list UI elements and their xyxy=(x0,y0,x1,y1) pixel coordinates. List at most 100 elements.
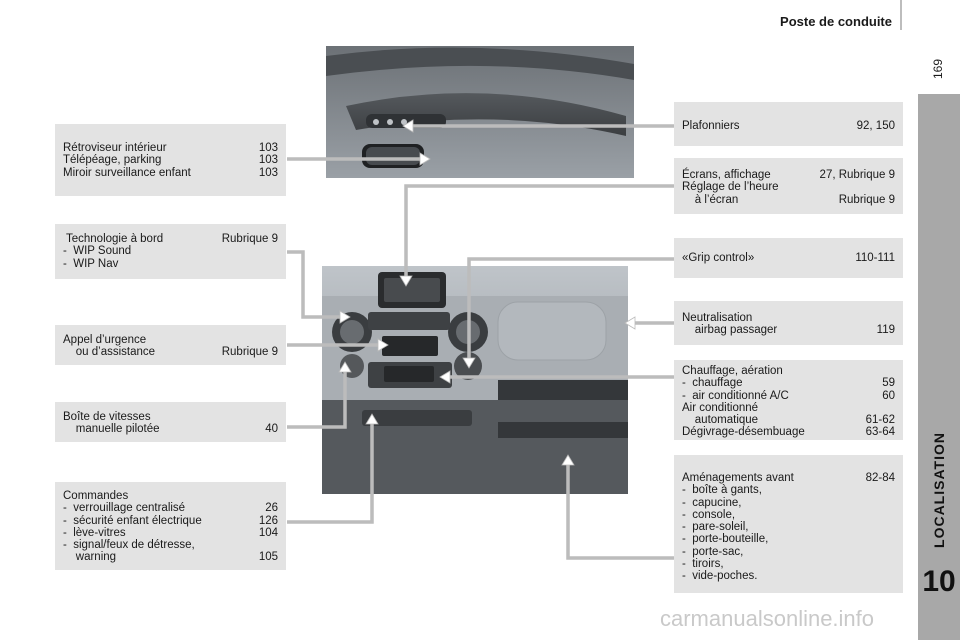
entry-row: Chauffage, aération xyxy=(682,365,895,377)
entry-row: Boîte de vitesses xyxy=(63,411,278,423)
entry-page-ref: Rubrique 9 xyxy=(221,346,278,359)
entry-row: Dégivrage-désembuage 63-64 xyxy=(682,426,895,438)
entry-row: Appel d’urgence xyxy=(63,334,278,346)
entry-label: - chauffage xyxy=(682,377,743,390)
entry-label: airbag passager xyxy=(682,324,778,337)
box-plafonniers: Plafonniers 92, 150 xyxy=(674,102,903,146)
entry-page-ref: Rubrique 9 xyxy=(838,193,895,206)
entry-label: automatique xyxy=(682,414,759,427)
entry-page-ref: 60 xyxy=(882,389,895,402)
entry-label: Écrans, affichage xyxy=(682,169,771,181)
entry-page-ref: 104 xyxy=(258,526,278,539)
entry-page-ref: 126 xyxy=(258,514,278,527)
entry-row: airbag passager 119 xyxy=(682,324,895,336)
entry-label: - air conditionné A/C xyxy=(682,389,789,402)
box-grip-control: «Grip control»110-111 xyxy=(674,238,903,278)
entry-label: - verrouillage centralisé xyxy=(63,502,186,515)
page-header-title: Poste de conduite xyxy=(780,14,892,29)
entry-page-ref: 119 xyxy=(876,324,895,337)
entry-row: ou d’assistance Rubrique 9 xyxy=(63,346,278,358)
entry-row: - porte-sac, xyxy=(682,546,895,558)
chapter-side-tab xyxy=(918,94,960,640)
entry-row: - WIP Sound xyxy=(63,245,278,257)
entry-label: - boîte à gants, xyxy=(682,484,762,497)
entry-row: - chauffage 59 xyxy=(682,377,895,389)
entry-row: Neutralisation xyxy=(682,312,895,324)
entry-row: à l’écran Rubrique 9 xyxy=(682,194,895,206)
entry-label: Neutralisation xyxy=(682,312,753,324)
entry-page-ref: 59 xyxy=(882,377,895,390)
entry-page-ref: 82-84 xyxy=(865,472,895,484)
entry-label: - WIP Sound xyxy=(63,245,132,258)
entry-label: warning xyxy=(63,551,117,564)
entry-label: Rétroviseur intérieur xyxy=(63,142,167,154)
entry-row: - WIP Nav xyxy=(63,258,278,270)
entry-row: - air conditionné A/C 60 xyxy=(682,390,895,402)
chapter-number: 10 xyxy=(922,565,956,598)
watermark-text: carmanualsonline.info xyxy=(660,606,875,631)
entry-row: warning 105 xyxy=(63,551,278,563)
entry-row: - porte-bouteille, xyxy=(682,533,895,545)
entry-page-ref: 40 xyxy=(265,423,278,436)
entry-row: - tiroirs, xyxy=(682,558,895,570)
box-appel-urgence: Appel d’urgence ou d’assistance Rubrique … xyxy=(55,325,286,365)
entry-row: - boîte à gants, xyxy=(682,484,895,496)
entry-row: - sécurité enfant électrique 126 xyxy=(63,515,278,527)
entry-page-ref: 103 xyxy=(258,142,278,154)
entry-row: Technologie à bord Rubrique 9 xyxy=(63,233,278,245)
entry-row: Réglage de l’heure xyxy=(682,181,895,193)
entry-label: Appel d’urgence xyxy=(63,334,147,346)
entry-label: - WIP Nav xyxy=(63,257,119,270)
entry-row: Télépéage, parking 103 xyxy=(63,154,278,166)
entry-row: Rétroviseur intérieur 103 xyxy=(63,142,278,154)
entry-page-ref: 26 xyxy=(265,502,278,515)
entry-label: - sécurité enfant électrique xyxy=(63,514,202,527)
entry-label: Dégivrage-désembuage xyxy=(682,426,805,439)
entry-page-ref: 110-111 xyxy=(855,252,895,264)
entry-label: manuelle pilotée xyxy=(63,423,160,436)
entry-page-ref: 27, Rubrique 9 xyxy=(819,169,895,181)
entry-row: - vide-poches. xyxy=(682,570,895,582)
entry-label: - signal/feux de détresse, xyxy=(63,539,195,552)
entry-label: Miroir surveillance enfant xyxy=(63,166,191,179)
header-divider xyxy=(900,0,902,30)
entry-row: - console, xyxy=(682,509,895,521)
entry-page-ref: 103 xyxy=(258,154,278,167)
entry-row: - verrouillage centralisé 26 xyxy=(63,502,278,514)
entry-row: Commandes xyxy=(63,490,278,502)
box-neutralisation: Neutralisation airbag passager 119 xyxy=(674,301,903,345)
entry-label: Plafonniers xyxy=(682,120,740,132)
entry-label: - porte-bouteille, xyxy=(682,533,769,546)
entry-page-ref: 92, 150 xyxy=(856,120,895,132)
entry-row: - signal/feux de détresse, xyxy=(63,539,278,551)
entry-label: Aménagements avant xyxy=(682,472,794,484)
box-technologie: Technologie à bord Rubrique 9 - WIP Sound-… xyxy=(55,224,286,279)
entry-label: - porte-sac, xyxy=(682,545,744,558)
entry-page-ref: 63-64 xyxy=(865,426,895,439)
entry-page-ref: Rubrique 9 xyxy=(221,233,278,245)
entry-row: - pare-soleil, xyxy=(682,521,895,533)
entry-label: ou d’assistance xyxy=(63,346,156,359)
entry-label: Commandes xyxy=(63,490,129,502)
entry-page-ref: 105 xyxy=(258,551,278,564)
entry-label: à l’écran xyxy=(682,193,739,206)
entry-label: Télépéage, parking xyxy=(63,154,162,167)
entry-row: Aménagements avant 82-84 xyxy=(682,472,895,484)
entry-row: - lève-vitres 104 xyxy=(63,527,278,539)
entry-row: «Grip control»110-111 xyxy=(682,252,895,264)
entry-row: Air conditionné xyxy=(682,402,895,414)
box-boite-vitesses: Boîte de vitesses manuelle pilotée 40 xyxy=(55,402,286,442)
entry-row: manuelle pilotée 40 xyxy=(63,423,278,435)
entry-row: Écrans, affichage 27, Rubrique 9 xyxy=(682,169,895,181)
entry-label: Boîte de vitesses xyxy=(63,411,151,423)
entry-label: - lève-vitres xyxy=(63,526,126,539)
entry-label: - capucine, xyxy=(682,496,742,509)
entry-label: - console, xyxy=(682,508,736,521)
entry-label: Air conditionné xyxy=(682,401,759,414)
entry-label: Technologie à bord xyxy=(63,233,164,245)
